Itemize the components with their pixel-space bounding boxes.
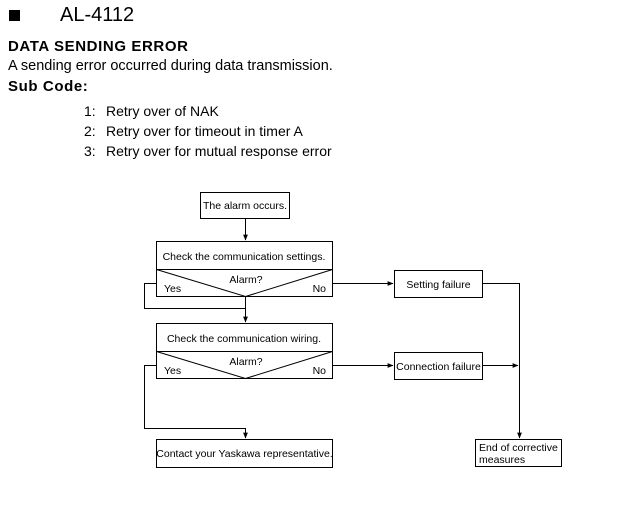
decision-settings-diamond: [156, 269, 333, 298]
decision-settings-question: Alarm?: [229, 274, 262, 286]
error-description: A sending error occurred during data tra…: [8, 58, 333, 74]
sub-code-list: 1:Retry over of NAK 2:Retry over for tim…: [84, 101, 332, 161]
decision-wiring-yes: Yes: [164, 365, 181, 377]
connector: [483, 283, 522, 439]
setting-failure-box: [394, 270, 483, 298]
check-wiring-label: Check the communication wiring.: [167, 333, 321, 345]
end-label-line2: measures: [479, 454, 525, 466]
end-label-line1: End of corrective: [479, 442, 558, 454]
start-box: [200, 192, 290, 219]
start-label: The alarm occurs.: [203, 200, 287, 212]
square-bullet-icon: [9, 9, 20, 21]
sub-code-item: 1:Retry over of NAK: [84, 103, 219, 119]
decision-settings-yes: Yes: [164, 283, 181, 295]
decision-wiring-diamond: [156, 351, 333, 380]
contact-box: [156, 439, 333, 468]
sub-code-item: 3:Retry over for mutual response error: [84, 143, 332, 159]
connection-failure-box: [394, 352, 483, 380]
decision-wiring-question: Alarm?: [229, 356, 262, 368]
setting-failure-label: Setting failure: [406, 279, 470, 291]
decision-wiring-no: No: [313, 365, 327, 377]
yes-connector: [144, 365, 248, 439]
end-box: [475, 439, 562, 467]
alarm-header: AL-4112: [9, 2, 134, 28]
check-settings-label: Check the communication settings.: [163, 251, 326, 263]
connection-failure-label: Connection failure: [396, 361, 481, 373]
alarm-code: AL-4112: [60, 3, 135, 26]
error-title: DATA SENDING ERROR: [8, 38, 189, 55]
yes-connector: [144, 283, 246, 309]
sub-code-item: 2:Retry over for timeout in timer A: [84, 123, 303, 139]
decision-settings-no: No: [313, 283, 327, 295]
sub-code-label: Sub Code:: [8, 78, 89, 95]
contact-label: Contact your Yaskawa representative.: [156, 448, 332, 460]
